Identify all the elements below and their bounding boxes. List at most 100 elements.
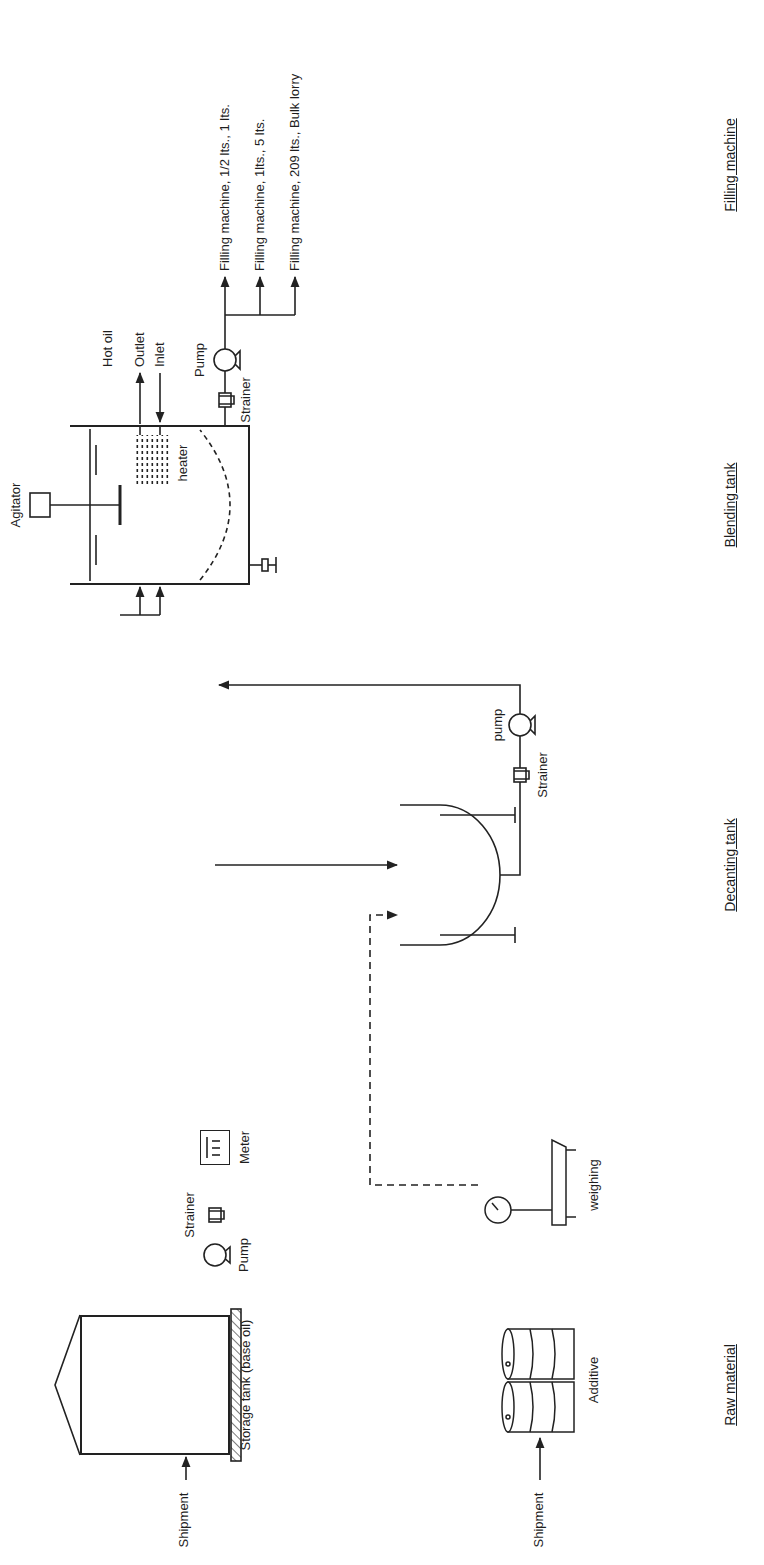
decanting-tank bbox=[440, 934, 515, 936]
section-heading: Blending tank bbox=[722, 463, 738, 548]
strainer-label: Strainer bbox=[182, 1192, 198, 1238]
shipment-label: Shipment bbox=[531, 1493, 547, 1548]
scale-outline bbox=[492, 1203, 498, 1210]
agitator bbox=[30, 493, 50, 517]
decanting-return-pipe bbox=[519, 736, 521, 768]
additive-transfer-dashed bbox=[370, 915, 478, 1185]
decanting-feed-pipe bbox=[215, 864, 397, 866]
feed-branch-arrow bbox=[120, 614, 160, 616]
filling-pipe bbox=[224, 277, 226, 349]
node-label: Additive bbox=[586, 1357, 602, 1403]
strainer-symbol bbox=[209, 393, 529, 1222]
decanting-tank bbox=[514, 927, 516, 943]
blending-tank-detail bbox=[262, 559, 268, 571]
meter-dial bbox=[212, 1154, 220, 1156]
filling-pipe bbox=[294, 277, 296, 315]
feed-branch-arrow bbox=[139, 587, 141, 615]
node-label: weighing bbox=[586, 1159, 602, 1210]
heater-coil bbox=[134, 425, 170, 485]
agitator-label: Agitator bbox=[8, 483, 24, 528]
meter-dial bbox=[212, 1147, 220, 1149]
decanting-return-pipe bbox=[500, 782, 520, 875]
scale-outline bbox=[566, 1216, 576, 1218]
decanting-return-pipe bbox=[219, 685, 520, 714]
shipment-label: Shipment bbox=[176, 1493, 192, 1548]
drum-outline bbox=[508, 1382, 574, 1432]
decanting-tank bbox=[400, 805, 500, 945]
scale-outline bbox=[511, 1209, 552, 1211]
strainer-label: Strainer bbox=[535, 752, 551, 798]
flow-meter: Meter bbox=[200, 1130, 230, 1165]
hot-oil-line bbox=[139, 373, 141, 424]
agitator bbox=[30, 485, 120, 525]
outlet-label: Outlet bbox=[132, 332, 148, 367]
scale-outline bbox=[566, 1149, 576, 1151]
node-label: Meter bbox=[237, 1131, 253, 1164]
drum-outline bbox=[530, 1329, 533, 1379]
drum-outline bbox=[530, 1382, 533, 1432]
pump-label: Pump bbox=[236, 1238, 252, 1272]
drum-outline bbox=[552, 1329, 555, 1379]
strainer-symbol bbox=[209, 1211, 224, 1219]
filling-pipe bbox=[225, 277, 295, 425]
pump-symbol bbox=[214, 349, 236, 371]
meter-dial bbox=[207, 1137, 220, 1158]
blending-tank: heater bbox=[70, 425, 250, 585]
drum-outline bbox=[502, 1382, 514, 1432]
filling-pipe bbox=[224, 371, 226, 393]
scale-outline bbox=[480, 1135, 580, 1235]
hot-oil-line bbox=[140, 373, 160, 424]
drum-outline bbox=[500, 1325, 580, 1435]
storage-tank-roof bbox=[55, 1315, 80, 1455]
heater-coil bbox=[134, 435, 170, 485]
blending-tank-detail bbox=[200, 430, 230, 580]
strainer-symbol bbox=[219, 396, 234, 404]
section-heading: Filling machine bbox=[722, 118, 738, 211]
hot-oil-label: Hot oil bbox=[100, 330, 116, 367]
heater-coil bbox=[159, 425, 161, 435]
process-illustration bbox=[30, 277, 540, 1480]
additive-transfer-dashed bbox=[370, 915, 478, 1185]
additive-drums: Additive bbox=[500, 1325, 580, 1435]
agitator bbox=[50, 504, 120, 506]
meter-dial bbox=[212, 1140, 220, 1142]
decanting-return-pipe bbox=[219, 685, 520, 875]
strainer-label: Strainer bbox=[238, 377, 254, 423]
shipment-arrow bbox=[185, 1457, 187, 1480]
filling-machine-label: Filling machine, 1/2 lts., 1 lts. bbox=[217, 104, 233, 271]
filling-machine-label: Filling machine, 209 lts., Bulk lorry bbox=[287, 74, 303, 271]
strainer-symbol bbox=[514, 768, 526, 782]
inlet-label: Inlet bbox=[152, 342, 168, 367]
hot-oil-line bbox=[159, 373, 161, 422]
scale-outline bbox=[552, 1140, 566, 1225]
filling-pipe bbox=[259, 277, 261, 315]
pump-label: Pump bbox=[192, 343, 208, 377]
pump-symbol bbox=[204, 349, 535, 1266]
meter-dial bbox=[206, 1137, 208, 1158]
decanting-feed-pipe bbox=[215, 864, 397, 866]
node-label: heater bbox=[175, 445, 191, 482]
drum-outline bbox=[552, 1382, 555, 1432]
storage-tank: Storage tank (base oil) bbox=[80, 1315, 230, 1455]
shipment-arrow bbox=[539, 1438, 541, 1480]
heater-coil bbox=[139, 425, 141, 435]
filling-machine-label: Filling machine, 1lts., 5 lts. bbox=[252, 119, 268, 271]
scale-outline bbox=[485, 1197, 511, 1223]
strainer-symbol bbox=[219, 393, 231, 407]
filling-pipe bbox=[224, 407, 226, 425]
feed-branch-arrow bbox=[120, 587, 160, 615]
strainer-symbol bbox=[514, 771, 529, 779]
storage-tank-roof bbox=[55, 1315, 80, 1455]
drum-outline bbox=[506, 1362, 510, 1366]
drum-outline bbox=[502, 1329, 514, 1379]
strainer-symbol bbox=[209, 1208, 221, 1222]
pump-symbol bbox=[204, 1244, 226, 1266]
blending-tank-detail bbox=[95, 535, 97, 565]
agitator bbox=[119, 485, 122, 525]
scale-outline bbox=[485, 1140, 576, 1225]
decanting-tank bbox=[400, 805, 515, 945]
feed-branch-arrow bbox=[159, 587, 161, 615]
